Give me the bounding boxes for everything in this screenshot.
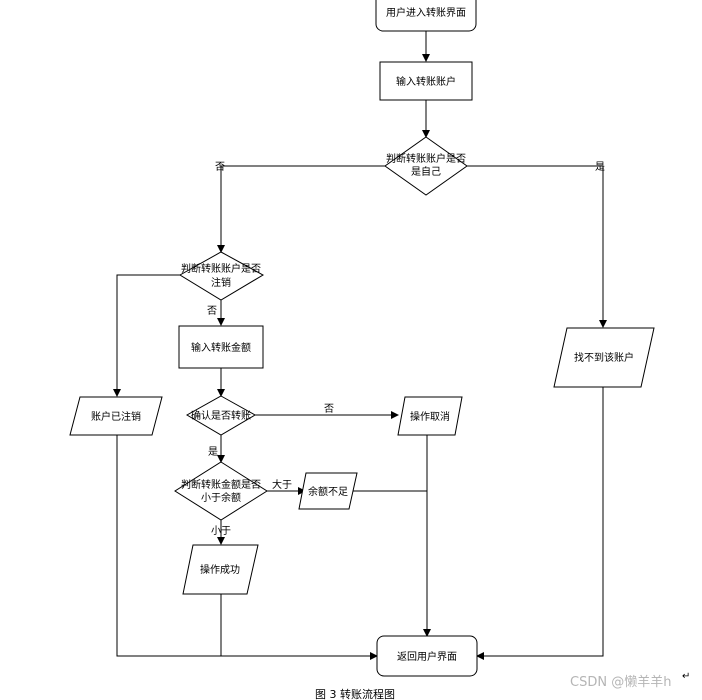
decision-check-cancel-line1: 判断转账账户是否	[181, 262, 261, 275]
node-input-account-label: 输入转账账户	[396, 75, 456, 88]
io-cancelled: 账户已注销	[69, 396, 163, 436]
edge-notfound-to-return	[476, 387, 604, 660]
io-op-cancel: 操作取消	[397, 396, 463, 436]
node-return-label: 返回用户界面	[397, 650, 457, 663]
io-not-found-label: 找不到该账户	[574, 351, 634, 364]
decision-check-self-line2: 是自己	[411, 165, 441, 178]
edge-label-self-yes: 是	[595, 161, 605, 173]
connectors	[113, 31, 607, 660]
decision-check-balance-line2: 小于余额	[201, 491, 241, 504]
edge-cancelled-to-return	[116, 435, 378, 660]
node-input-amount-label: 输入转账金额	[191, 341, 251, 354]
decision-check-balance: 判断转账金额是否 小于余额	[174, 461, 268, 521]
return-mark-icon: ↵	[682, 671, 690, 682]
edge-label-confirm-yes: 是	[208, 446, 218, 458]
edge-self-no	[217, 165, 385, 253]
edge-label-balance-greater: 大于	[272, 478, 292, 491]
decision-check-cancel: 判断转账账户是否 注销	[179, 251, 265, 301]
node-return: 返回用户界面	[376, 635, 478, 677]
edge-label-cancel-no: 否	[207, 305, 217, 317]
decision-confirm: 确认是否转账	[185, 395, 257, 436]
edge-label-self-no: 否	[215, 161, 225, 173]
node-input-amount: 输入转账金额	[178, 325, 264, 369]
io-cancelled-label: 账户已注销	[91, 410, 141, 423]
edge-self-yes	[467, 165, 607, 328]
edge-label-balance-less: 小于	[211, 525, 231, 537]
edge-label-confirm-no: 否	[324, 403, 334, 415]
decision-confirm-label: 确认是否转账	[191, 409, 251, 422]
figure-caption: 图 3 转账流程图	[315, 687, 395, 700]
io-insufficient: 余额不足	[298, 472, 358, 510]
decision-check-balance-line1: 判断转账金额是否	[181, 478, 261, 491]
watermark: CSDN @懒羊羊h	[570, 674, 671, 690]
node-input-account: 输入转账账户	[379, 61, 473, 101]
io-op-success: 操作成功	[182, 544, 259, 595]
io-not-found: 找不到该账户	[553, 327, 655, 388]
node-start: 用户进入转账界面	[375, 0, 477, 32]
io-op-success-label: 操作成功	[200, 563, 240, 576]
io-op-cancel-label: 操作取消	[410, 410, 450, 423]
edge-cancel-yes	[113, 274, 180, 397]
edge-labels: 否 是 否 否 是 大于 小于	[207, 161, 605, 537]
decision-check-self-line1: 判断转账账户是否	[386, 152, 466, 165]
io-insufficient-label: 余额不足	[308, 485, 348, 498]
decision-check-cancel-line2: 注销	[211, 276, 231, 289]
node-start-label: 用户进入转账界面	[386, 6, 466, 19]
decision-check-self: 判断转账账户是否 是自己	[384, 136, 468, 196]
